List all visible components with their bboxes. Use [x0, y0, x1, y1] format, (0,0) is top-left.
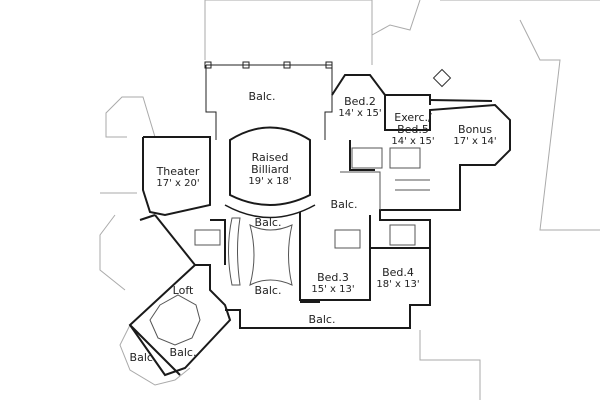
room-label-balcony-loft-outer: Balc. — [129, 351, 157, 364]
room-name-line1: Raised — [251, 151, 289, 164]
room-name-line1: Exerc./ — [394, 111, 432, 124]
room-label-balcony-stair: Balc. — [254, 284, 282, 297]
room-label-balcony-loft-inner: Balc. — [169, 346, 197, 359]
skylight-icon — [432, 68, 452, 88]
room-size: 18' x 13' — [376, 279, 420, 290]
room-size: 14' x 15' — [338, 108, 382, 119]
room-theater: Theater 17' x 20' — [156, 166, 199, 190]
room-bed2: Bed.2 14' x 15' — [338, 96, 381, 120]
room-size: 19' x 18' — [248, 176, 292, 187]
room-label-balcony-top: Balc. — [248, 90, 276, 103]
room-name: Bed.4 — [382, 266, 414, 279]
room-exercise-bed5: Exerc./ Bed.5 14' x 15' — [391, 112, 434, 148]
room-name-line2: Billiard — [251, 163, 289, 176]
room-bonus: Bonus 17' x 14' — [453, 124, 496, 148]
room-size: 15' x 13' — [311, 284, 355, 295]
room-name: Bed.3 — [317, 271, 349, 284]
top-balcony — [204, 61, 333, 140]
room-label-balcony-mid-right: Balc. — [330, 198, 358, 211]
roof-outlines — [99, 0, 600, 400]
room-size: 17' x 14' — [453, 136, 497, 147]
room-name: Theater — [156, 165, 200, 178]
room-label-balcony-mid: Balc. — [254, 216, 282, 229]
room-bed4: Bed.4 18' x 13' — [376, 267, 419, 291]
room-bed3: Bed.3 15' x 13' — [311, 272, 354, 296]
room-label-loft: Loft — [172, 284, 194, 297]
room-raised-billiard: Raised Billiard 19' x 18' — [248, 152, 291, 188]
room-size: 17' x 20' — [156, 178, 200, 189]
room-label-balcony-bottom: Balc. — [308, 313, 336, 326]
room-name: Bonus — [458, 123, 492, 136]
fixtures — [149, 147, 430, 346]
room-name: Bed.2 — [344, 95, 376, 108]
room-size: 14' x 15' — [391, 136, 435, 147]
room-name-line2: Bed.5 — [397, 123, 429, 136]
walls — [128, 74, 511, 377]
